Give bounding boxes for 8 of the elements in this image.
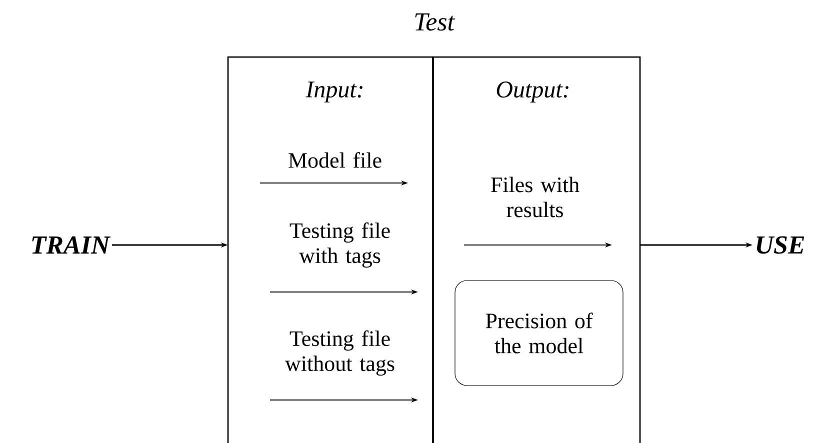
node-label: Test: [415, 13, 456, 31]
terminal-label: TRAIN: [32, 236, 111, 254]
result-box: Precision of the model: [454, 280, 624, 386]
input-label: Files with results: [491, 176, 580, 218]
input-label: Model file: [288, 152, 382, 168]
terminal-label: USE: [756, 236, 804, 254]
input-label: Testing file with tags: [290, 222, 390, 268]
input-label: Testing file without tags: [285, 330, 394, 376]
